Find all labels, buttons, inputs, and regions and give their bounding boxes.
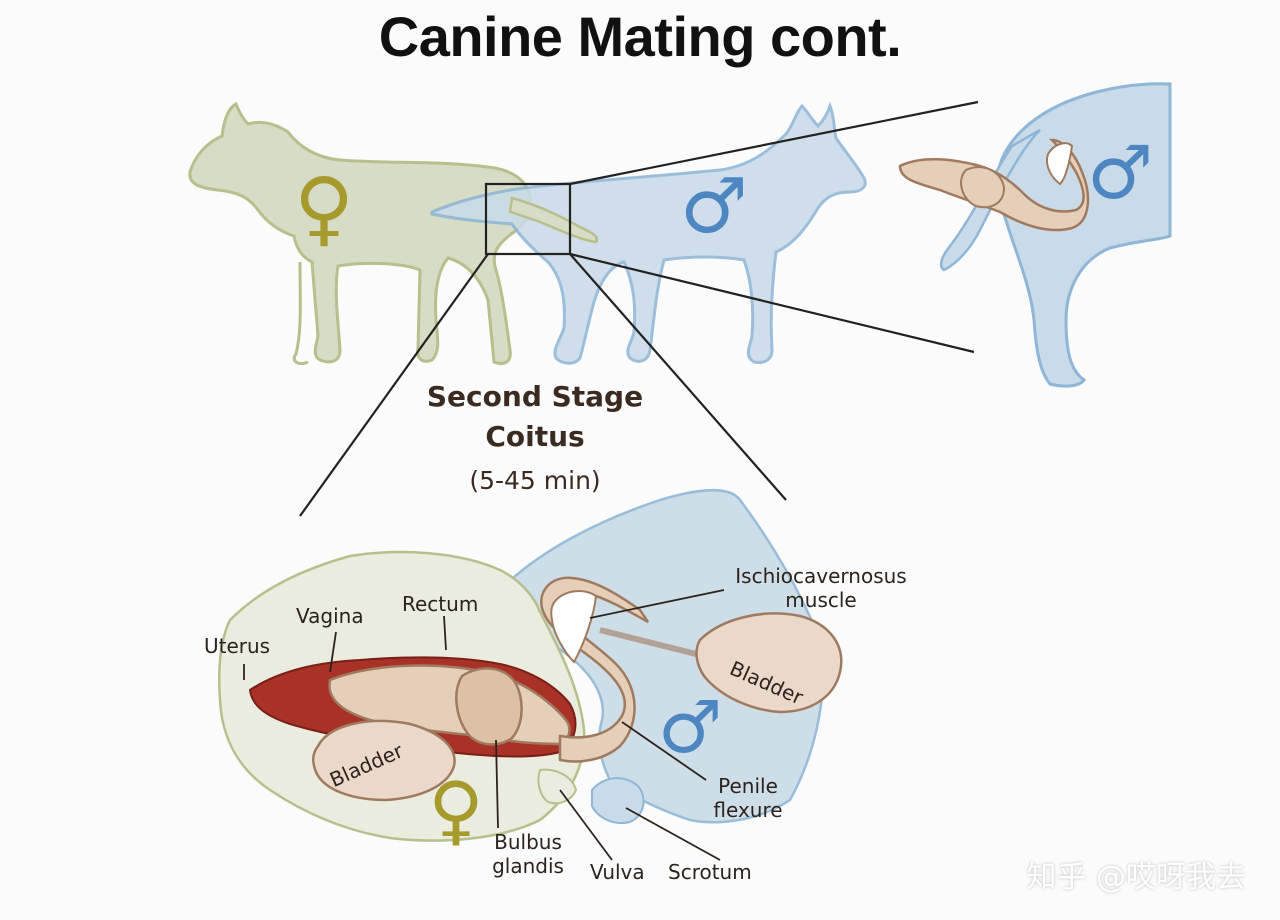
stage-name-line1: Second Stage xyxy=(426,380,644,413)
female-symbol-top: ♀ xyxy=(294,161,354,256)
zoom-line xyxy=(569,253,787,501)
label-scrotum: Scrotum xyxy=(668,860,752,884)
leader-scrotum xyxy=(625,807,721,861)
female-dog-body xyxy=(188,101,532,365)
zoom-line xyxy=(569,100,979,186)
watermark: 知乎 @哎呀我去 xyxy=(1026,860,1246,895)
leader-penile xyxy=(621,721,707,781)
inset-muscle xyxy=(1046,142,1074,186)
leader-vulva xyxy=(559,789,613,861)
label-rectum: Rectum xyxy=(402,592,479,616)
leader-lines xyxy=(243,589,725,861)
scrotum xyxy=(591,777,645,824)
male-symbol-top: ♂ xyxy=(680,161,748,250)
female-symbol-bottom: ♀ xyxy=(428,765,484,854)
stage-name-line2: Coitus xyxy=(485,420,585,453)
zoom-box xyxy=(484,182,572,256)
leader-rectum xyxy=(443,615,447,651)
label-penile-line2: flexure xyxy=(713,798,783,822)
label-penile-line1: Penile xyxy=(718,774,778,798)
female-dog-far-leg xyxy=(292,261,309,366)
inset-bulb xyxy=(960,166,1006,209)
male-symbol-bottom: ♂ xyxy=(658,685,723,769)
leader-bulbus xyxy=(495,739,499,829)
label-vagina: Vagina xyxy=(296,604,364,628)
label-vulva: Vulva xyxy=(590,860,645,884)
page-title: Canine Mating cont. xyxy=(378,5,902,68)
vulva xyxy=(537,768,578,805)
leader-ischio xyxy=(589,589,725,619)
label-ischio-line1: Ischiocavernosus xyxy=(735,564,907,588)
zoom-line xyxy=(299,253,489,517)
zoom-line xyxy=(569,252,975,354)
female-bladder xyxy=(312,719,456,802)
male-symbol-inset: ♂ xyxy=(1087,130,1153,216)
label-bulbus-line2: glandis xyxy=(492,854,564,878)
bulbus-glandis xyxy=(455,667,523,746)
male-pelvis xyxy=(498,489,825,824)
label-ischio-line2: muscle xyxy=(785,588,857,612)
male-inset xyxy=(898,82,1172,388)
label-uterus: Uterus xyxy=(204,634,271,658)
leader-vagina xyxy=(329,631,337,673)
cross-section xyxy=(218,489,843,842)
female-dog xyxy=(188,101,532,366)
stage-duration: (5-45 min) xyxy=(469,466,601,495)
male-bladder xyxy=(695,612,843,714)
ischiocavernosus xyxy=(550,590,598,664)
female-tail xyxy=(508,196,599,244)
label-bulbus-line1: Bulbus xyxy=(494,830,562,854)
male-inset-body xyxy=(995,82,1172,388)
